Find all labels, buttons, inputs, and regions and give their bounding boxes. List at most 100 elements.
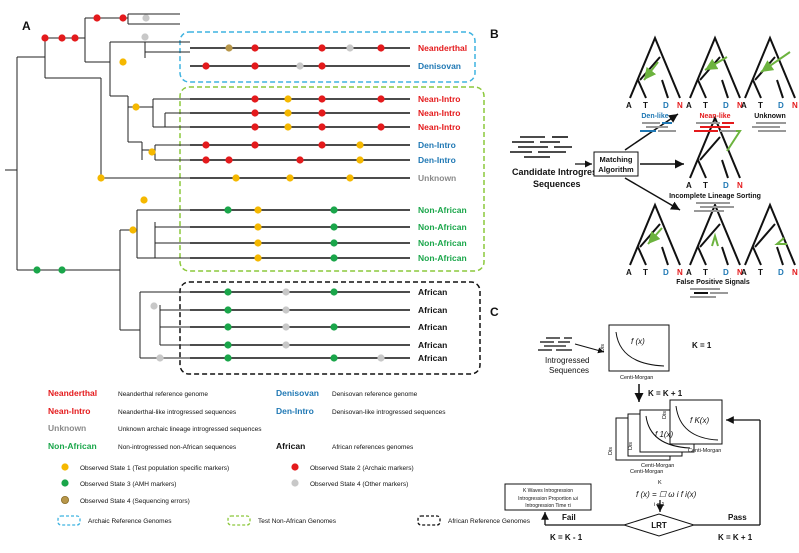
density-plot-k1	[608, 324, 670, 372]
row-label: Non-African	[418, 238, 467, 248]
legend-key: Nean-Intro	[48, 406, 91, 416]
sum-lower: i = 1	[654, 502, 665, 508]
x-axis-label: Centi-Morgan	[641, 463, 674, 469]
c-input-dashes	[538, 337, 572, 351]
state-label: Observed State 4 (Other markers)	[310, 481, 408, 488]
mixture-formula: f (x) = ☐ ω i f i(x)	[636, 490, 697, 499]
state-label: Observed State 4 (Sequencing errors)	[80, 498, 190, 505]
y-axis-label: Dis	[628, 442, 634, 450]
f1x-label: f 1(x)	[655, 430, 674, 439]
algorithm-label-2: Algorithm	[598, 165, 634, 174]
legend-desc: Denisovan reference genome	[332, 391, 418, 398]
sequence-lines	[190, 47, 410, 359]
svg-text:N: N	[792, 101, 798, 110]
legend-desc: Neanderthal-like introgressed sequences	[118, 409, 237, 416]
archaic-box	[179, 31, 476, 83]
fkx-label: f K(x)	[690, 416, 709, 425]
x-axis-label: Centi-Morgan	[620, 375, 653, 381]
k-inc-label: K = K + 1	[648, 389, 683, 398]
box-label: Test Non-African Genomes	[258, 518, 337, 525]
candidate-label-1: Candidate Introgressed	[512, 167, 613, 177]
row-labels: Neanderthal Denisovan Nean-Intro Nean-In…	[418, 43, 467, 363]
panel-b-label: B	[490, 27, 499, 41]
panel-c-label: C	[490, 305, 499, 319]
sequence-markers	[202, 44, 385, 362]
svg-text:D: D	[778, 101, 784, 110]
tree-unknown	[744, 35, 796, 99]
svg-text:T: T	[703, 181, 708, 190]
row-label: Non-African	[418, 205, 467, 215]
legend-key: Denisovan	[276, 388, 319, 398]
legend-key: African	[276, 441, 305, 451]
density-curve	[615, 331, 665, 367]
svg-text:T: T	[643, 268, 648, 277]
y-axis-label: Dis	[600, 344, 606, 352]
tree-label-nean-like: Nean-like	[699, 113, 730, 120]
svg-text:D: D	[723, 101, 729, 110]
row-label: African	[418, 322, 447, 332]
state-label: Observed State 3 (AMH markers)	[80, 481, 176, 488]
tree-label-unknown: Unknown	[754, 113, 786, 120]
row-label: Non-African	[418, 253, 467, 263]
algorithm-label-1: Matching	[600, 155, 633, 164]
svg-text:D: D	[723, 268, 729, 277]
svg-text:D: D	[663, 268, 669, 277]
legend-boxes: Archaic Reference Genomes Test Non-Afric…	[57, 515, 531, 526]
box-label: African Reference Genomes	[448, 518, 531, 525]
legend-key: Den-Intro	[276, 406, 314, 416]
svg-text:N: N	[737, 268, 743, 277]
tree-fp-1	[629, 202, 681, 266]
svg-text:A: A	[741, 268, 747, 277]
tree-fp-3	[744, 202, 796, 266]
legend-desc: Unknown archaic lineage introgressed seq…	[118, 426, 262, 433]
svg-text:T: T	[758, 268, 763, 277]
row-label: Nean-Intro	[418, 108, 461, 118]
svg-text:D: D	[723, 181, 729, 190]
box-label: Archaic Reference Genomes	[88, 518, 172, 525]
result-line-3: Introgression Time τi	[525, 503, 571, 509]
k-dec-label: K = K - 1	[550, 533, 583, 542]
legend-labels: Neanderthal Neanderthal reference genome…	[48, 388, 446, 451]
tree-den-like	[629, 35, 681, 99]
row-label: Unknown	[418, 173, 456, 183]
false-positive-label: False Positive Signals	[676, 279, 750, 286]
arrow	[574, 343, 605, 354]
lrt-label: LRT	[651, 521, 667, 530]
arrow	[624, 177, 681, 211]
matching-algorithm-box	[593, 151, 639, 177]
state-label: Observed State 1 (Test population specif…	[80, 465, 229, 472]
row-label: African	[418, 340, 447, 350]
svg-text:N: N	[792, 268, 798, 277]
svg-text:T: T	[758, 101, 763, 110]
legend-key: Non-African	[48, 441, 97, 451]
svg-text:D: D	[663, 101, 669, 110]
legend-key: Neanderthal	[48, 388, 97, 398]
tree-node-markers	[33, 14, 164, 362]
category-seq-dashes	[640, 122, 786, 298]
x-axis-label: Centi-Morgan	[688, 448, 721, 454]
fx-label: f (x)	[631, 337, 645, 346]
svg-text:A: A	[686, 268, 692, 277]
row-label: Non-African	[418, 222, 467, 232]
state-label: Observed State 2 (Archaic markers)	[310, 465, 414, 472]
fail-label: Fail	[562, 513, 576, 522]
tree-nean-like	[689, 35, 741, 99]
pass-label: Pass	[728, 513, 747, 522]
svg-text:A: A	[626, 268, 632, 277]
svg-text:A: A	[686, 181, 692, 190]
candidate-label-2: Sequences	[533, 179, 581, 189]
svg-text:T: T	[643, 101, 648, 110]
c-input-label-2: Sequences	[549, 366, 589, 375]
phylo-tree	[5, 13, 190, 359]
svg-text:N: N	[677, 268, 683, 277]
sum-upper: K	[658, 480, 662, 486]
svg-text:T: T	[703, 268, 708, 277]
svg-text:A: A	[686, 101, 692, 110]
row-label: African	[418, 287, 447, 297]
african-box	[179, 281, 481, 375]
row-label: Den-Intro	[418, 140, 456, 150]
svg-text:N: N	[737, 181, 743, 190]
k-inc-label: K = K + 1	[718, 533, 753, 542]
